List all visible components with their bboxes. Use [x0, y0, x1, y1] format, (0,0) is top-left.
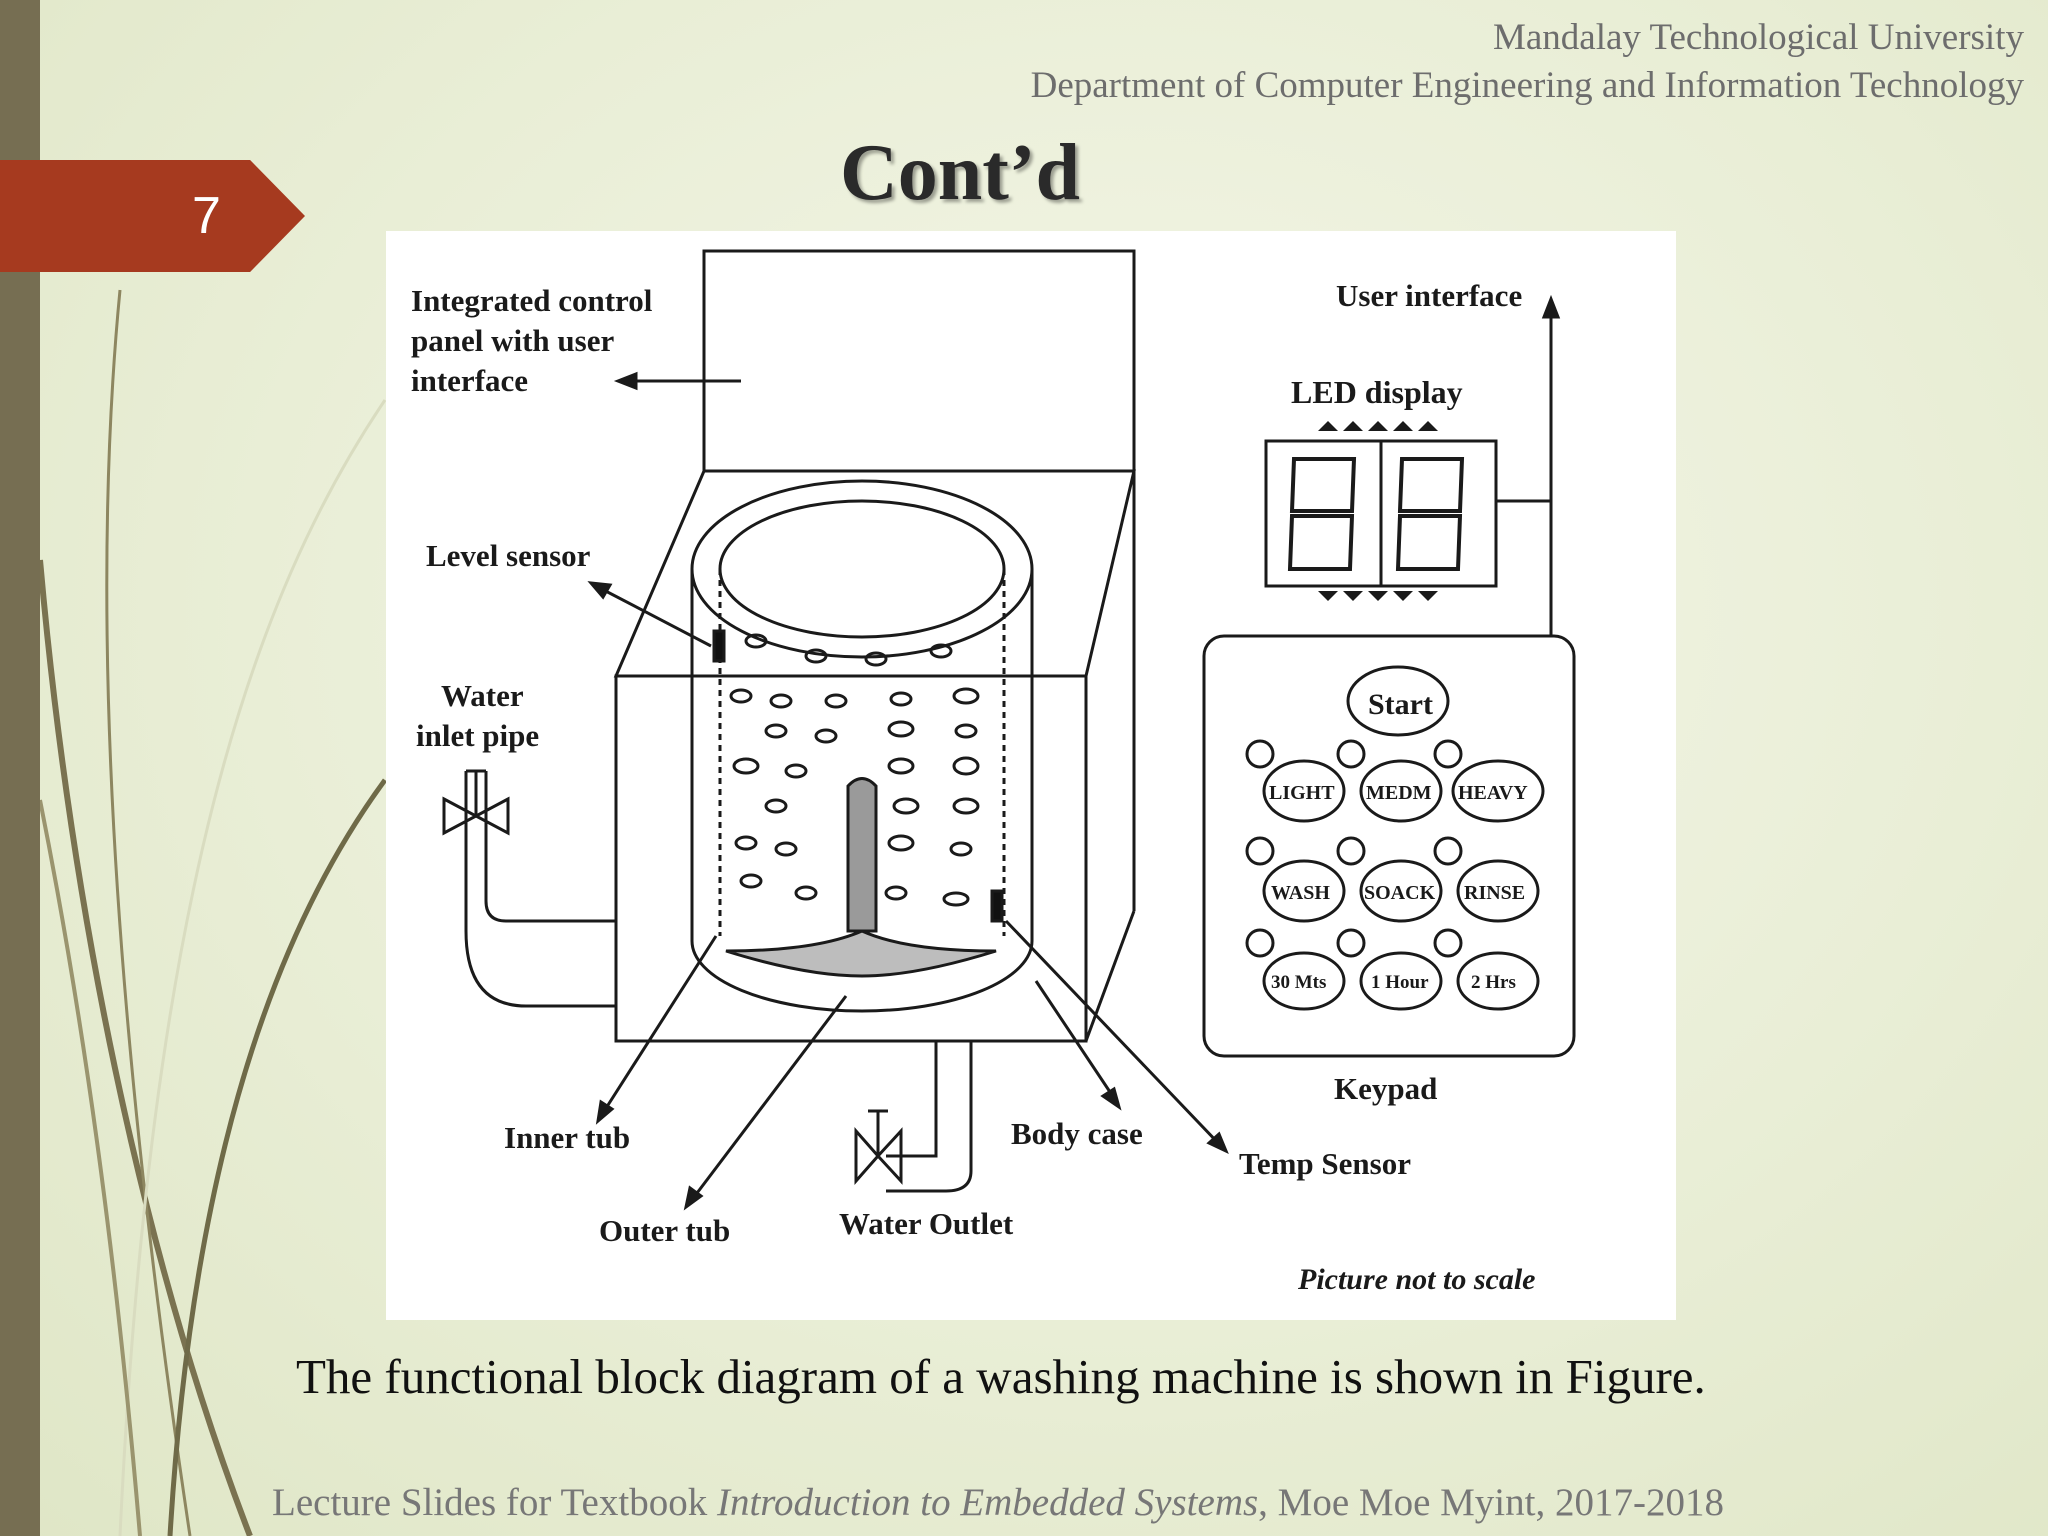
label-heavy: HEAVY	[1458, 782, 1528, 804]
label-wash: WASH	[1271, 882, 1330, 904]
label-level-sensor: Level sensor	[426, 538, 591, 573]
figure-caption: The functional block diagram of a washin…	[296, 1349, 1706, 1404]
start-button	[1346, 665, 1450, 737]
label-control-panel-2: panel with user	[411, 323, 614, 358]
label-user-interface: User interface	[1336, 278, 1522, 313]
label-water-outlet: Water Outlet	[839, 1206, 1014, 1241]
label-light: LIGHT	[1269, 782, 1335, 804]
level-sensor-marker	[712, 629, 726, 663]
control-panel-box	[702, 249, 1136, 473]
slide-number: 7	[192, 187, 221, 245]
label-control-panel-3: interface	[411, 363, 528, 398]
footer-suffix: , Moe Moe Myint, 2017-2018	[1258, 1481, 1724, 1524]
label-inner-tub: Inner tub	[504, 1120, 630, 1155]
footer-book-title: Introduction to Embedded Systems	[716, 1481, 1259, 1524]
water-inlet-pipe	[484, 771, 616, 923]
label-body-case: Body case	[1011, 1116, 1143, 1151]
label-start: Start	[1368, 688, 1433, 721]
outer-tub-wall	[690, 569, 1034, 1013]
university-name: Mandalay Technological University	[1492, 17, 2024, 58]
body-case-front	[614, 674, 1088, 1043]
department-name: Department of Computer Engineering and I…	[1030, 65, 2024, 106]
washing-machine-diagram: Integrated control panel with user inter…	[386, 231, 1676, 1320]
label-keypad: Keypad	[1334, 1071, 1437, 1106]
keypad-buttons	[1245, 739, 1545, 1011]
footer: Lecture Slides for Textbook Introduction…	[272, 1480, 1724, 1525]
label-outer-tub: Outer tub	[599, 1213, 730, 1248]
seven-segment-digits	[1287, 457, 1465, 571]
label-2-hrs: 2 Hrs	[1471, 972, 1516, 993]
slide-title: Cont’d	[840, 129, 1081, 217]
tub-holes	[729, 633, 980, 907]
label-water-inlet-2: inlet pipe	[416, 718, 539, 753]
label-temp-sensor: Temp Sensor	[1239, 1146, 1411, 1181]
label-soack: SOACK	[1364, 882, 1436, 904]
leader-arrows	[587, 294, 1561, 1211]
label-rinse: RINSE	[1464, 882, 1525, 904]
label-control-panel-1: Integrated control	[411, 283, 653, 318]
water-outlet-pipe	[886, 1041, 938, 1158]
keypad-box	[1202, 634, 1576, 1058]
label-water-inlet-1: Water	[441, 678, 524, 713]
label-medm: MEDM	[1366, 782, 1432, 804]
outer-tub-rim	[690, 479, 1034, 659]
temp-sensor-marker	[990, 889, 1004, 923]
agitator	[725, 781, 997, 978]
label-1-hour: 1 Hour	[1371, 972, 1429, 993]
label-not-to-scale: Picture not to scale	[1297, 1263, 1535, 1296]
led-pins	[1318, 421, 1438, 601]
label-30-mts: 30 Mts	[1271, 972, 1326, 993]
footer-prefix: Lecture Slides for Textbook	[272, 1481, 717, 1524]
slide-number-badge	[0, 160, 305, 272]
label-led-display: LED display	[1291, 374, 1463, 410]
